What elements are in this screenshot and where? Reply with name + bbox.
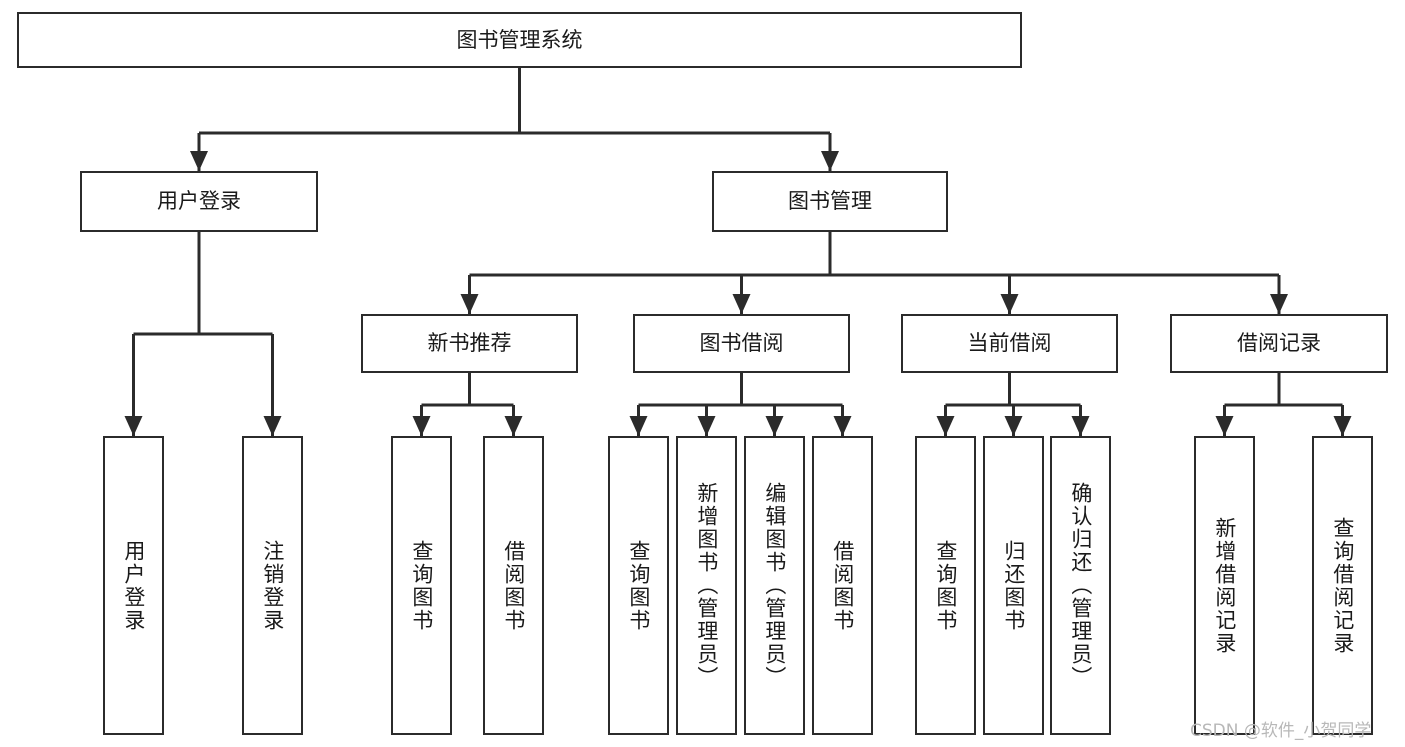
node-l-edit[interactable]: 编辑图书（管理员）: [744, 436, 805, 735]
node-label: 借阅图书: [830, 539, 855, 632]
arrow-head-icon-l-borrow1: [504, 416, 523, 436]
node-borrow[interactable]: 图书借阅: [633, 314, 850, 373]
node-l-login[interactable]: 用户登录: [103, 436, 164, 735]
arrow-head-icon-login: [190, 151, 208, 171]
arrow-head-icon-l-addrec: [1215, 416, 1234, 436]
arrow-head-icon-l-queryrec: [1333, 416, 1352, 436]
arrow-head-icon-newbook: [460, 294, 479, 314]
arrow-head-icon-records: [1270, 294, 1288, 314]
node-bookmgmt[interactable]: 图书管理: [712, 171, 948, 232]
node-l-query1[interactable]: 查询图书: [391, 436, 452, 735]
node-label: 编辑图书（管理员）: [762, 482, 787, 689]
node-label: 查询借阅记录: [1330, 516, 1355, 655]
node-l-borrow1[interactable]: 借阅图书: [483, 436, 544, 735]
node-label: 新增借阅记录: [1212, 516, 1237, 655]
node-l-borrow2[interactable]: 借阅图书: [812, 436, 873, 735]
node-current[interactable]: 当前借阅: [901, 314, 1118, 373]
arrow-head-icon-l-query3: [936, 416, 955, 436]
arrow-head-icon-current: [1000, 294, 1019, 314]
arrow-head-icon-l-borrow2: [833, 416, 852, 436]
node-label: 归还图书: [1001, 539, 1026, 632]
arrow-head-icon-l-edit: [765, 416, 784, 436]
arrow-head-icon-l-query2: [629, 416, 648, 436]
node-label: 借阅记录: [1237, 331, 1321, 356]
node-label: 图书借阅: [699, 331, 784, 356]
node-label: 用户登录: [121, 539, 146, 632]
node-root[interactable]: 图书管理系统: [17, 12, 1022, 68]
node-label: 查询图书: [933, 539, 958, 632]
node-label: 用户登录: [157, 189, 241, 214]
connector-group: [124, 68, 1352, 436]
arrow-head-icon-l-logout: [263, 416, 282, 436]
node-label: 查询图书: [409, 539, 434, 632]
node-l-add[interactable]: 新增图书（管理员）: [676, 436, 737, 735]
node-label: 借阅图书: [501, 539, 526, 632]
node-l-logout[interactable]: 注销登录: [242, 436, 303, 735]
node-l-confirm[interactable]: 确认归还（管理员）: [1050, 436, 1111, 735]
node-l-addrec[interactable]: 新增借阅记录: [1194, 436, 1255, 735]
arrow-head-icon-borrow: [732, 294, 751, 314]
node-records[interactable]: 借阅记录: [1170, 314, 1388, 373]
node-l-query2[interactable]: 查询图书: [608, 436, 669, 735]
arrow-head-icon-l-query1: [412, 416, 431, 436]
arrow-head-icon-l-confirm: [1071, 416, 1090, 436]
node-label: 查询图书: [626, 539, 651, 632]
arrow-head-icon-l-add: [697, 416, 716, 436]
node-label: 当前借阅: [967, 331, 1052, 356]
node-label: 图书管理: [788, 189, 872, 214]
node-label: 注销登录: [260, 539, 285, 632]
node-newbook[interactable]: 新书推荐: [361, 314, 578, 373]
node-label: 确认归还（管理员）: [1068, 482, 1093, 689]
arrow-head-icon-l-login: [124, 416, 143, 436]
arrow-head-icon-l-return: [1004, 416, 1023, 436]
node-login[interactable]: 用户登录: [80, 171, 318, 232]
arrow-head-icon-bookmgmt: [821, 151, 839, 171]
node-l-queryrec[interactable]: 查询借阅记录: [1312, 436, 1373, 735]
node-l-return[interactable]: 归还图书: [983, 436, 1044, 735]
node-l-query3[interactable]: 查询图书: [915, 436, 976, 735]
node-label: 图书管理系统: [456, 27, 583, 52]
node-label: 新书推荐: [427, 331, 512, 356]
node-label: 新增图书（管理员）: [694, 482, 719, 689]
